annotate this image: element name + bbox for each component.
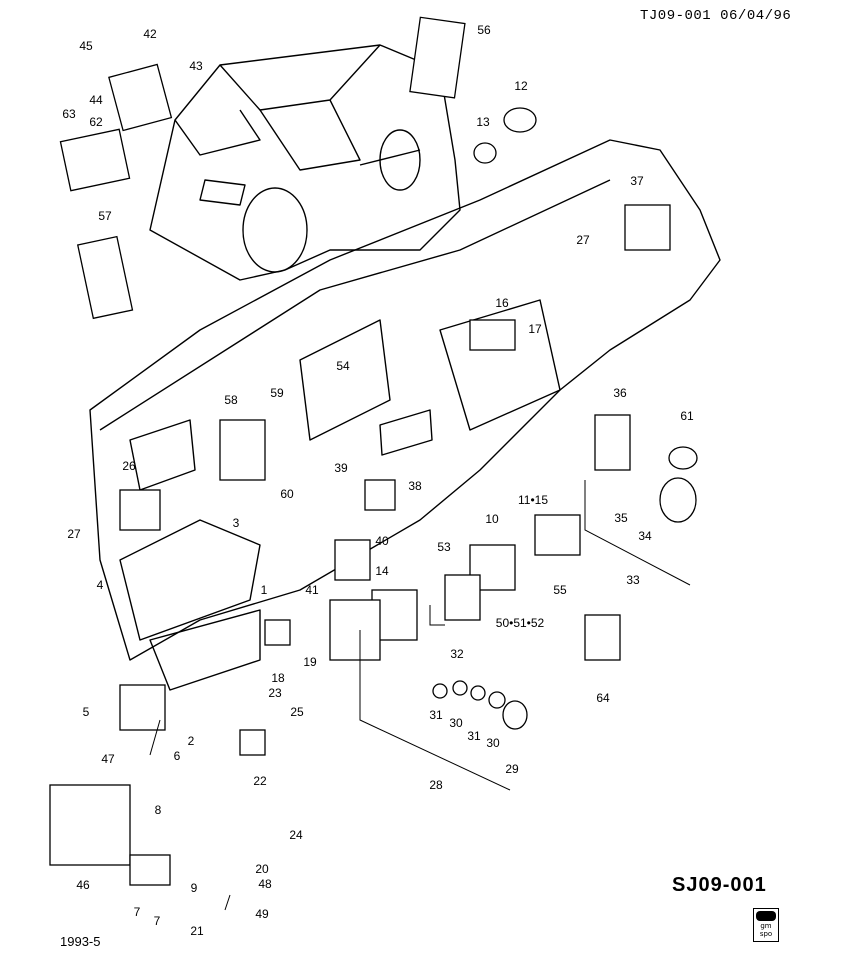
callout-label: 16 — [495, 296, 509, 310]
callout-label: 50•51•52 — [496, 616, 545, 630]
year-code: 1993-5 — [60, 934, 101, 949]
callout-label: 23 — [268, 686, 282, 700]
callout-label: 20 — [255, 862, 269, 876]
callout-label: 61 — [680, 409, 694, 423]
callout-label: 9 — [191, 881, 198, 895]
callout-label: 1 — [261, 583, 268, 597]
callout-label: 18 — [271, 671, 285, 685]
drawing-code-date: TJ09-001 06/04/96 — [640, 8, 792, 24]
callout-label: 49 — [255, 907, 269, 921]
callout-label: 35 — [614, 511, 628, 525]
callout-label: 41 — [305, 583, 319, 597]
callout-label: 7 — [134, 905, 141, 919]
callout-label: 30 — [449, 716, 463, 730]
callout-label: 48 — [258, 877, 272, 891]
callout-label: 54 — [336, 359, 350, 373]
callout-label: 36 — [613, 386, 627, 400]
callout-label: 29 — [505, 762, 519, 776]
callout-label: 3 — [233, 516, 240, 530]
callout-label: 14 — [375, 564, 389, 578]
callout-label: 44 — [89, 93, 103, 107]
callout-label: 7 — [154, 914, 161, 928]
callout-label: 59 — [270, 386, 284, 400]
callout-label: 55 — [553, 583, 567, 597]
callout-label: 17 — [528, 322, 542, 336]
callout-label: 46 — [76, 878, 90, 892]
callout-label: 27 — [67, 527, 81, 541]
callout-label: 5 — [83, 705, 90, 719]
callout-label: 43 — [189, 59, 203, 73]
callout-label: 62 — [89, 115, 103, 129]
callout-label: 31 — [429, 708, 443, 722]
diagram-code: SJ09-001 — [672, 874, 767, 896]
callout-label: 53 — [437, 540, 451, 554]
callout-label: 42 — [143, 27, 157, 41]
callout-label: 40 — [375, 534, 389, 548]
callout-label: 31 — [467, 729, 481, 743]
callout-label: 11•15 — [518, 493, 548, 507]
callout-label: 2 — [188, 734, 195, 748]
callout-label: 60 — [280, 487, 294, 501]
callout-label: 27 — [576, 233, 590, 247]
callout-label: 57 — [98, 209, 112, 223]
callout-label: 58 — [224, 393, 238, 407]
callout-label: 26 — [122, 459, 136, 473]
callout-label: 13 — [476, 115, 490, 129]
vehicle-outline — [149, 44, 461, 281]
callout-label: 32 — [450, 647, 464, 661]
component-glyphs — [49, 16, 698, 886]
callout-label: 47 — [101, 752, 115, 766]
callout-label: 22 — [253, 774, 267, 788]
callout-label: 19 — [303, 655, 317, 669]
callout-label: 64 — [596, 691, 610, 705]
callout-label: 24 — [289, 828, 303, 842]
dashboard-outline — [89, 139, 721, 691]
callout-label: 39 — [334, 461, 348, 475]
callout-label: 45 — [79, 39, 93, 53]
callout-label: 25 — [290, 705, 304, 719]
leader-lines — [149, 480, 691, 911]
callout-label: 12 — [514, 79, 528, 93]
callout-label: 56 — [477, 23, 491, 37]
callout-label: 10 — [485, 512, 499, 526]
callout-label: 4 — [97, 578, 104, 592]
gm-spo-logo: gm spo — [753, 908, 779, 942]
callout-label: 33 — [626, 573, 640, 587]
callout-label: 34 — [638, 529, 652, 543]
callout-label: 28 — [429, 778, 443, 792]
callout-label: 30 — [486, 736, 500, 750]
logo-text: gm spo — [759, 922, 773, 938]
callout-label: 6 — [174, 749, 181, 763]
callout-label: 37 — [630, 174, 644, 188]
callout-label: 21 — [190, 924, 204, 938]
callout-label: 38 — [408, 479, 422, 493]
callout-label: 63 — [62, 107, 76, 121]
callout-label: 8 — [155, 803, 162, 817]
